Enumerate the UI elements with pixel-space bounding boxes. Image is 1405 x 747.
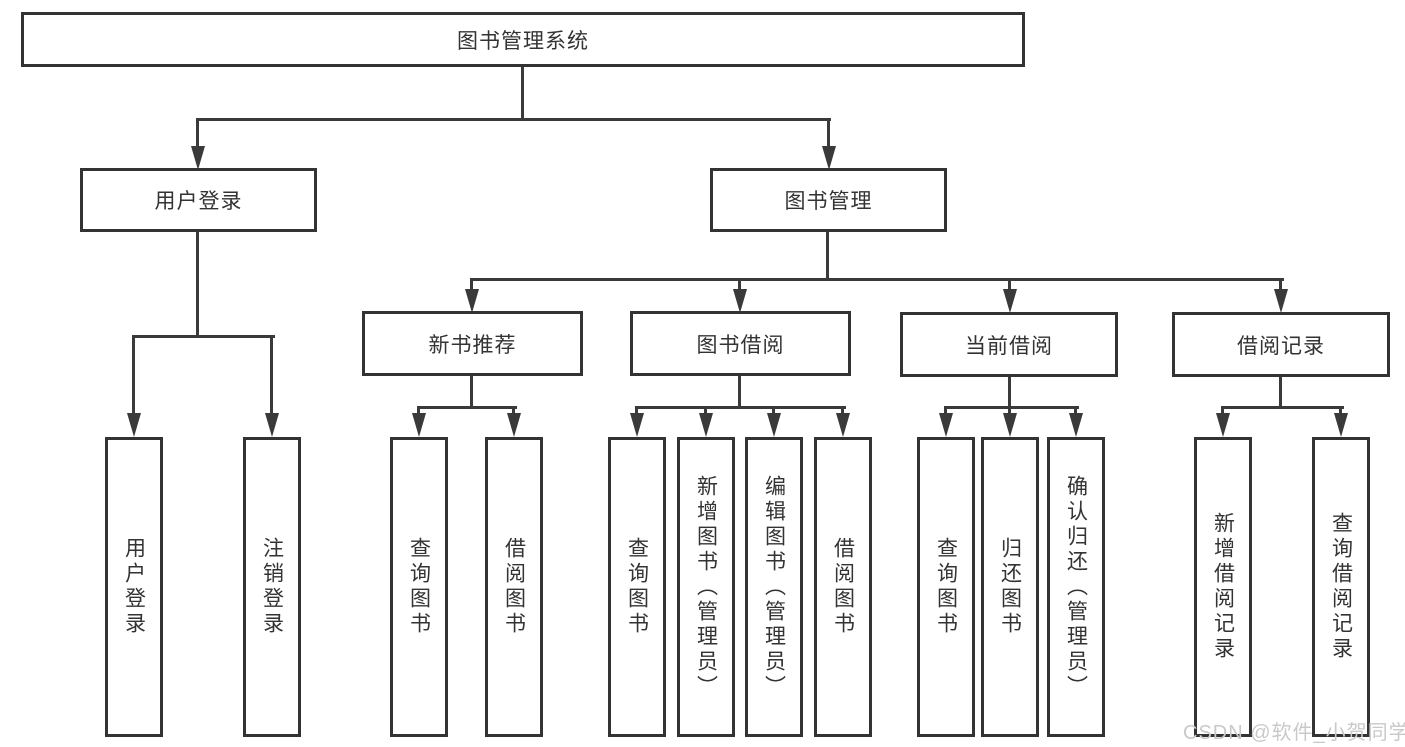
node-book-borrow: 图书借阅 bbox=[630, 311, 851, 376]
node-book-borrow-label: 图书借阅 bbox=[696, 333, 785, 357]
leaf-borrow-books-recommend: 借阅图书 bbox=[485, 437, 543, 737]
leaf-borrow-books-borrow: 借阅图书 bbox=[814, 437, 872, 737]
connector-arrow-stem bbox=[944, 406, 947, 419]
connector-arrow-stem bbox=[704, 406, 707, 419]
node-root: 图书管理系统 bbox=[21, 12, 1025, 67]
leaf-query-books-borrow: 查询图书 bbox=[608, 437, 666, 737]
connector-arrow-stem bbox=[512, 406, 515, 419]
leaf-logout: 注销登录 bbox=[243, 437, 301, 737]
connector-arrow-stem bbox=[738, 278, 741, 294]
leaf-edit-book-admin-label: 编辑图书（管理员） bbox=[762, 474, 786, 700]
arrowhead-icon bbox=[1003, 413, 1017, 437]
leaf-query-borrow-record: 查询借阅记录 bbox=[1312, 437, 1370, 737]
leaf-add-borrow-record: 新增借阅记录 bbox=[1194, 437, 1252, 737]
arrowhead-icon bbox=[822, 146, 836, 170]
connector-arrow-stem bbox=[1074, 406, 1077, 419]
node-root-label: 图书管理系统 bbox=[457, 29, 589, 53]
connector-arrow-stem bbox=[635, 406, 638, 419]
leaf-query-books-current-label: 查询图书 bbox=[934, 537, 958, 637]
node-user-login-label: 用户登录 bbox=[154, 190, 243, 213]
connector-bar-level2 bbox=[197, 118, 831, 121]
arrowhead-icon bbox=[1334, 413, 1348, 437]
node-new-book-recommend: 新书推荐 bbox=[362, 311, 583, 376]
connector-arrow-stem bbox=[772, 406, 775, 419]
leaf-return-book-label: 归还图书 bbox=[998, 537, 1022, 637]
arrowhead-icon bbox=[630, 413, 644, 437]
leaf-borrow-books-borrow-label: 借阅图书 bbox=[831, 537, 855, 637]
leaf-logout-label: 注销登录 bbox=[260, 537, 284, 637]
leaf-query-books-borrow-label: 查询图书 bbox=[625, 537, 649, 637]
connector-arrow-stem bbox=[417, 406, 420, 419]
connector-bar-user-login bbox=[132, 335, 275, 338]
arrowhead-icon bbox=[939, 413, 953, 437]
leaf-query-borrow-record-label: 查询借阅记录 bbox=[1329, 512, 1353, 662]
connector-stem-root bbox=[521, 67, 524, 121]
node-user-login: 用户登录 bbox=[80, 168, 317, 232]
connector-arrow-stem bbox=[827, 118, 830, 150]
connector-stem-user-login bbox=[196, 232, 199, 338]
arrowhead-icon bbox=[699, 413, 713, 437]
arrowhead-icon bbox=[127, 413, 141, 437]
arrowhead-icon bbox=[191, 146, 205, 170]
leaf-add-book-admin: 新增图书（管理员） bbox=[677, 437, 735, 737]
connector-arrow-stem bbox=[1008, 406, 1011, 419]
leaf-query-books-recommend: 查询图书 bbox=[390, 437, 448, 737]
node-book-management-label: 图书管理 bbox=[784, 190, 873, 213]
connector-stem-book-borrow bbox=[738, 376, 741, 409]
arrowhead-icon bbox=[465, 289, 479, 313]
arrowhead-icon bbox=[836, 413, 850, 437]
arrowhead-icon bbox=[507, 413, 521, 437]
node-book-management: 图书管理 bbox=[710, 168, 947, 232]
connector-arrow-stem bbox=[196, 118, 199, 150]
connector-bar-book-borrow bbox=[635, 406, 846, 409]
connector-bar-new-book-recommend bbox=[417, 406, 517, 409]
connector-arrow-stem bbox=[270, 335, 273, 419]
arrowhead-icon bbox=[1216, 413, 1230, 437]
leaf-edit-book-admin: 编辑图书（管理员） bbox=[745, 437, 803, 737]
leaf-return-book: 归还图书 bbox=[981, 437, 1039, 737]
connector-arrow-stem bbox=[470, 278, 473, 294]
connector-bar-current-borrow bbox=[944, 406, 1079, 409]
connector-arrow-stem bbox=[1339, 406, 1342, 419]
connector-stem-current-borrow bbox=[1008, 377, 1011, 409]
node-new-book-recommend-label: 新书推荐 bbox=[428, 333, 517, 357]
arrowhead-icon bbox=[265, 413, 279, 437]
leaf-user-login-label: 用户登录 bbox=[122, 537, 146, 637]
leaf-confirm-return-admin-label: 确认归还（管理员） bbox=[1064, 474, 1088, 700]
connector-stem-book-management bbox=[826, 232, 829, 281]
leaf-add-book-admin-label: 新增图书（管理员） bbox=[694, 474, 718, 700]
connector-arrow-stem bbox=[132, 335, 135, 419]
arrowhead-icon bbox=[767, 413, 781, 437]
connector-arrow-stem bbox=[1008, 278, 1011, 294]
connector-arrow-stem bbox=[1279, 278, 1282, 294]
connector-bar-borrow-records bbox=[1221, 406, 1344, 409]
arrowhead-icon bbox=[733, 289, 747, 313]
connector-arrow-stem bbox=[1221, 406, 1224, 419]
watermark: CSDN @软件_小贺同学 bbox=[1183, 722, 1405, 744]
node-current-borrow: 当前借阅 bbox=[900, 312, 1118, 377]
leaf-query-books-recommend-label: 查询图书 bbox=[407, 537, 431, 637]
node-current-borrow-label: 当前借阅 bbox=[965, 334, 1053, 358]
arrowhead-icon bbox=[1069, 413, 1083, 437]
leaf-query-books-current: 查询图书 bbox=[917, 437, 975, 737]
connector-bar-level3 bbox=[470, 278, 1284, 281]
arrowhead-icon bbox=[1003, 289, 1017, 313]
leaf-confirm-return-admin: 确认归还（管理员） bbox=[1047, 437, 1105, 737]
arrowhead-icon bbox=[1274, 289, 1288, 313]
leaf-user-login: 用户登录 bbox=[105, 437, 163, 737]
node-borrow-records: 借阅记录 bbox=[1172, 312, 1390, 377]
node-borrow-records-label: 借阅记录 bbox=[1237, 334, 1325, 358]
leaf-borrow-books-recommend-label: 借阅图书 bbox=[502, 537, 526, 637]
arrowhead-icon bbox=[412, 413, 426, 437]
connector-stem-new-book-recommend bbox=[470, 376, 473, 409]
connector-arrow-stem bbox=[841, 406, 844, 419]
leaf-add-borrow-record-label: 新增借阅记录 bbox=[1211, 512, 1235, 662]
connector-stem-borrow-records bbox=[1279, 377, 1282, 409]
